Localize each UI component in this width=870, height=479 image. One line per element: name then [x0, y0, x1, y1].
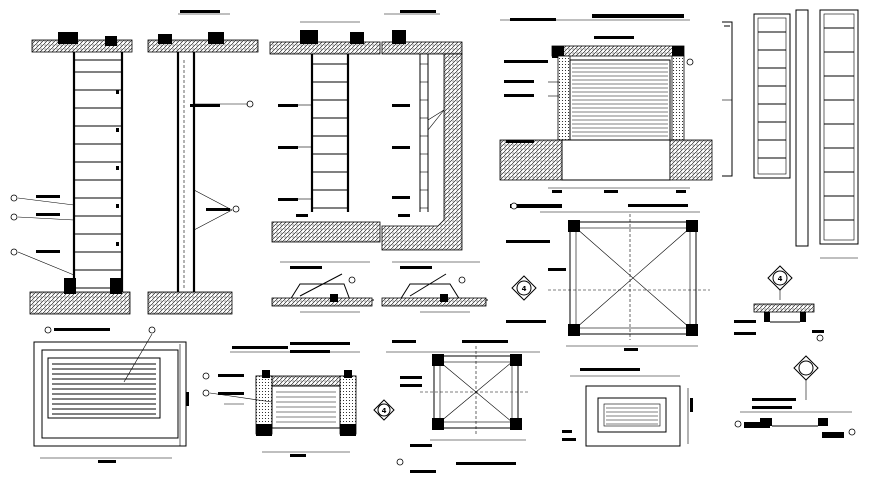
anchor-bolt: [116, 242, 119, 246]
shaft-ladder-elevation: [10, 32, 133, 315]
section-marker-label-2: 4: [778, 275, 783, 283]
ladder-side-elevations: [722, 9, 859, 259]
anchor-bolt: [116, 166, 119, 170]
vent-grille-panel: [562, 368, 693, 447]
hatch-detail-left: [271, 261, 374, 313]
louvre-grille-elevation: [33, 326, 189, 463]
shutter-elevation: [499, 14, 713, 193]
shaft-section: [147, 10, 259, 315]
grille-section: [202, 342, 360, 457]
pit-section-wall: [381, 10, 463, 251]
small-pit-plan: 4: [373, 340, 540, 473]
small-section-bottom-right: [734, 355, 856, 438]
anchor-bolt: [116, 204, 119, 208]
section-marker-label-3: 4: [382, 407, 387, 415]
anchor-bolt: [116, 128, 119, 132]
pit-ladder-elevation: [269, 21, 381, 243]
anchor-bolt: [116, 90, 119, 94]
section-detail-right: 4: [734, 265, 824, 342]
pit-plan-columns: 4: [506, 202, 710, 351]
hatch-detail-right: [381, 261, 488, 313]
section-marker-label: 4: [522, 285, 527, 293]
